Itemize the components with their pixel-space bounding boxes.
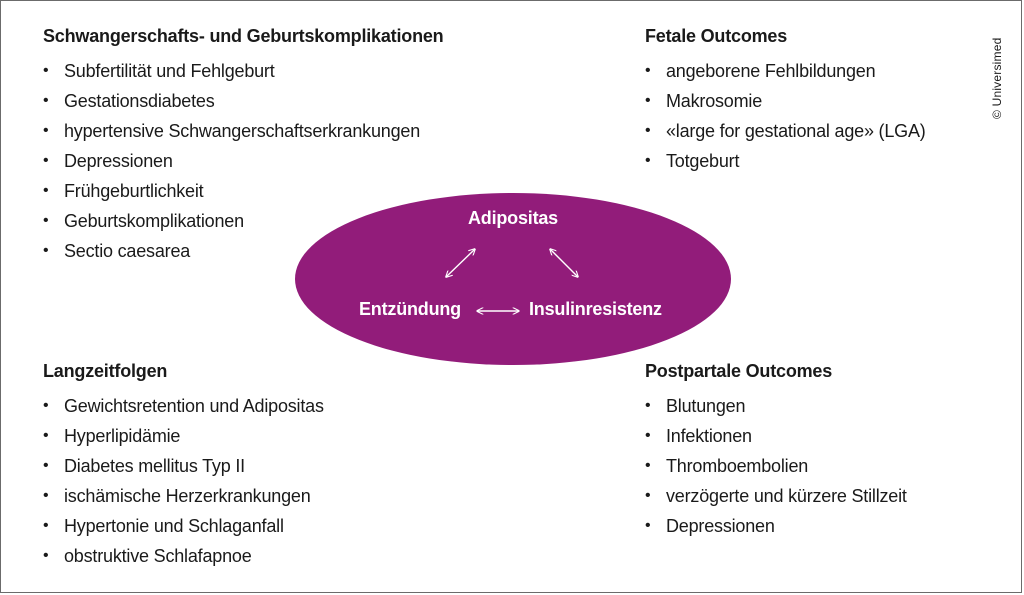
list-item: Sectio caesarea — [43, 236, 443, 266]
center-label-insulinresistenz: Insulinresistenz — [529, 299, 662, 319]
quadrant-postpartum-outcomes: Postpartale Outcomes Blutungen Infektion… — [645, 360, 907, 541]
list-item: Totgeburt — [645, 146, 926, 176]
center-ellipse — [295, 193, 731, 365]
list-item: hypertensive Schwangerschaftserkrankunge… — [43, 116, 443, 146]
list-item: «large for gestational age» (LGA) — [645, 116, 926, 146]
list-item: Diabetes mellitus Typ II — [43, 451, 324, 481]
quadrant-list: Subfertilität und Fehlgeburt Gestationsd… — [43, 56, 443, 266]
center-ellipse-graphic — [295, 193, 731, 365]
double-arrow-right-diagonal — [550, 249, 578, 277]
copyright-note: © Universimed — [990, 37, 1004, 119]
center-label-adipositas: Adipositas — [467, 208, 558, 228]
list-item: Depressionen — [43, 146, 443, 176]
list-item: Thromboembolien — [645, 451, 907, 481]
list-item: Geburtskomplikationen — [43, 206, 443, 236]
quadrant-title: Schwangerschafts- und Geburtskomplikatio… — [43, 26, 444, 46]
quadrant-title: Langzeitfolgen — [43, 361, 168, 381]
quadrant-list: Blutungen Infektionen Thromboembolien ve… — [645, 391, 907, 541]
quadrant-long-term-effects: Langzeitfolgen Gewichtsretention und Adi… — [43, 360, 324, 571]
list-item: Depressionen — [645, 511, 907, 541]
quadrant-title: Fetale Outcomes — [645, 26, 788, 46]
quadrant-list: angeborene Fehlbildungen Makrosomie «lar… — [645, 56, 926, 176]
list-item: Subfertilität und Fehlgeburt — [43, 56, 443, 86]
list-item: Makrosomie — [645, 86, 926, 116]
quadrant-title: Postpartale Outcomes — [645, 361, 833, 381]
quadrant-pregnancy-birth-complications: Schwangerschafts- und Geburtskomplikatio… — [43, 25, 444, 266]
list-item: obstruktive Schlafapnoe — [43, 541, 324, 571]
list-item: angeborene Fehlbildungen — [645, 56, 926, 86]
list-item: Hyperlipidämie — [43, 421, 324, 451]
list-item: verzögerte und kürzere Stillzeit — [645, 481, 907, 511]
list-item: ischämische Herzerkrankungen — [43, 481, 324, 511]
quadrant-list: Gewichtsretention und Adipositas Hyperli… — [43, 391, 324, 571]
center-label-entzuendung: Entzündung — [359, 299, 461, 319]
list-item: Gewichtsretention und Adipositas — [43, 391, 324, 421]
list-item: Hypertonie und Schlaganfall — [43, 511, 324, 541]
center-ellipse-group: Adipositas Entzündung Insulinresistenz — [293, 191, 733, 367]
list-item: Blutungen — [645, 391, 907, 421]
list-item: Gestationsdiabetes — [43, 86, 443, 116]
double-arrow-left-diagonal — [446, 249, 475, 277]
list-item: Frühgeburtlichkeit — [43, 176, 443, 206]
list-item: Infektionen — [645, 421, 907, 451]
quadrant-fetal-outcomes: Fetale Outcomes angeborene Fehlbildungen… — [645, 25, 926, 176]
